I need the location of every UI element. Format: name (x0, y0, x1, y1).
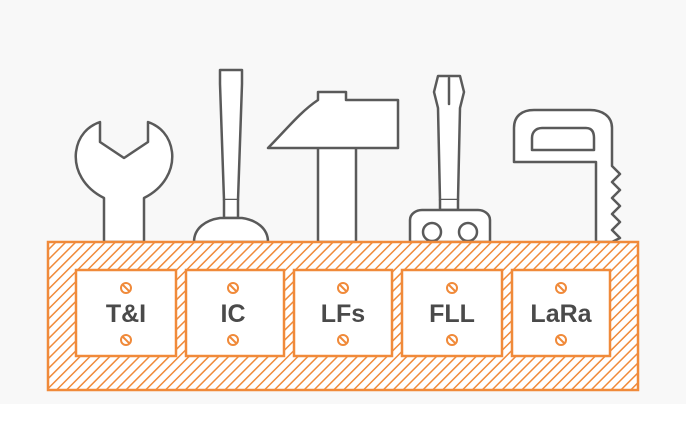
label-ic: IC (221, 300, 246, 328)
label-fll: FLL (429, 300, 475, 328)
label-plate-3: LFs (294, 270, 392, 356)
label-plate-5: LaRa (512, 270, 610, 356)
label-plate-1: T&I (76, 270, 176, 356)
flathead-screwdriver-icon (194, 70, 268, 242)
label-lfs: LFs (321, 300, 365, 328)
label-lara: LaRa (530, 300, 592, 328)
label-plate-4: FLL (402, 270, 502, 356)
saw-icon (514, 110, 620, 242)
label-t-and-i: T&I (106, 300, 146, 328)
label-plate-2: IC (186, 270, 284, 356)
phillips-screwdriver-icon (410, 76, 490, 242)
wrench-icon (76, 122, 173, 242)
hammer-icon (268, 92, 398, 242)
